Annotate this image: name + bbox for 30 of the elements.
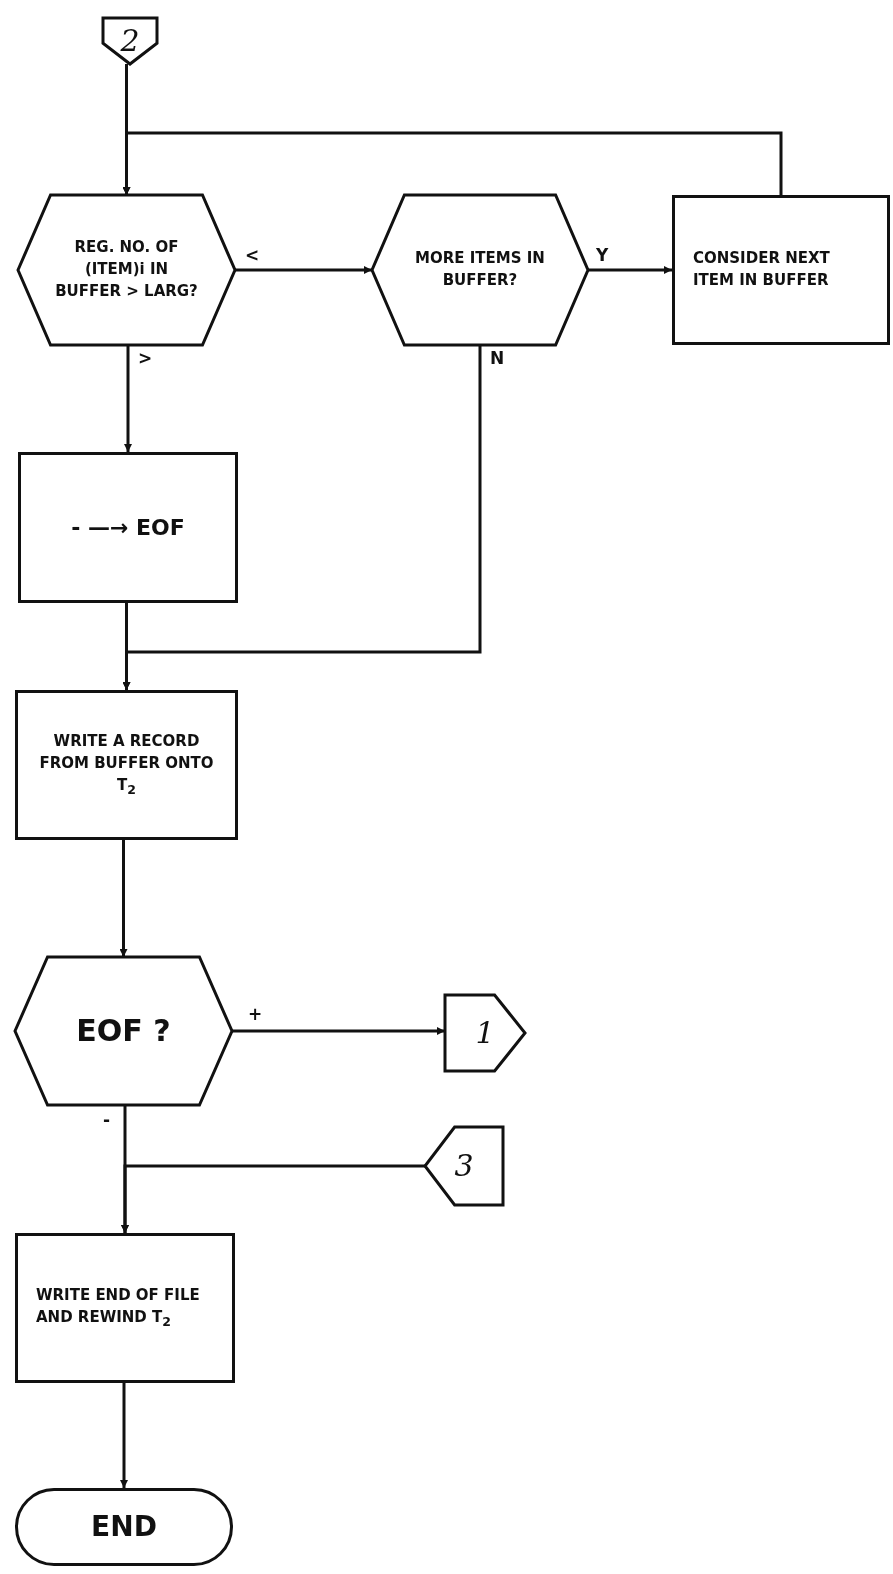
node-label: 1 — [475, 1014, 495, 1053]
node-label: WRITE A RECORD FROM BUFFER ONTO T$_{2}$ — [38, 731, 215, 799]
node-label: 3 — [454, 1147, 474, 1186]
process-box — [18, 452, 238, 603]
process-box — [15, 1233, 235, 1383]
arrow — [119, 840, 128, 957]
process-box — [672, 195, 890, 345]
arrow — [124, 345, 132, 452]
process-box — [15, 690, 238, 840]
connector-pentagon — [103, 18, 157, 64]
arrow — [122, 603, 131, 690]
node-label: END — [91, 1508, 157, 1545]
node-label: REG. NO. OF (ITEM)i IN BUFFER > LARG? — [54, 237, 199, 302]
arrow — [120, 1383, 128, 1488]
decision-hexagon — [372, 195, 588, 345]
connector-pentagon — [445, 995, 525, 1071]
arrow — [121, 1164, 425, 1233]
arrow — [588, 266, 672, 274]
node-label: - —→ EOF — [71, 513, 185, 542]
node-label: WRITE END OF FILE AND REWIND T$_{2}$ — [36, 1285, 201, 1331]
connector-pentagon — [425, 1127, 503, 1205]
node-label: 2 — [120, 22, 140, 61]
node-label: MORE ITEMS IN BUFFER? — [414, 248, 546, 291]
decision-hexagon — [15, 957, 232, 1105]
arrow — [122, 131, 783, 195]
arrow — [232, 1027, 445, 1035]
node-label: EOF ? — [76, 1012, 171, 1051]
arrow — [235, 266, 372, 274]
decision-hexagon — [18, 195, 235, 345]
node-label: CONSIDER NEXT ITEM IN BUFFER — [693, 248, 831, 291]
